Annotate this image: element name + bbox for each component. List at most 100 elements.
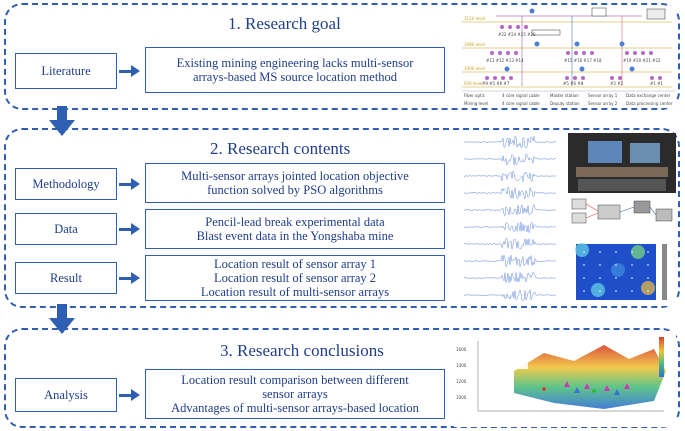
heatmap-blob bbox=[575, 243, 589, 257]
svg-text:1000: 1000 bbox=[456, 395, 467, 400]
waveform-trace bbox=[463, 237, 557, 250]
heatmap-grid-dot bbox=[615, 290, 617, 292]
waveform-trace bbox=[463, 136, 557, 148]
heatmap-grid-dot bbox=[615, 251, 617, 253]
methodology-label: Methodology bbox=[15, 168, 117, 200]
heatmap-blob bbox=[611, 263, 625, 277]
arrow-right-icon bbox=[119, 65, 140, 77]
heatmap-grid-dot bbox=[647, 290, 649, 292]
network-figure: 1120 level 1080 level 1000 level 930 lev… bbox=[462, 6, 676, 108]
arrow-right-icon bbox=[119, 223, 140, 235]
heatmap-grid-dot bbox=[647, 251, 649, 253]
waveform-figure bbox=[456, 133, 566, 305]
research-conclusions-title: 3. Research conclusions bbox=[220, 341, 384, 360]
level-1120: 1120 level bbox=[464, 16, 485, 21]
analysis-label: Analysis bbox=[15, 378, 117, 412]
sensors-low4: #1 #1 bbox=[650, 81, 664, 86]
analysis-content-box: Location result comparison between diffe… bbox=[145, 369, 445, 419]
result-content-box: Location result of sensor array 1 Locati… bbox=[145, 255, 445, 301]
sensors-top: #22 #24 #25 #26 bbox=[498, 32, 536, 37]
waveform-trace bbox=[463, 271, 557, 283]
svg-text:1200: 1200 bbox=[456, 379, 467, 384]
svg-text:1600: 1600 bbox=[456, 347, 467, 352]
sensors-low3: #2 #2 bbox=[610, 81, 624, 86]
legend-master: Master station bbox=[550, 93, 579, 98]
lab-photo bbox=[568, 133, 676, 193]
heatmap-figure bbox=[568, 240, 676, 306]
waveform-trace bbox=[463, 289, 557, 301]
sensors-low: #9 #5 #6 #7 bbox=[482, 81, 510, 86]
setup-diagram bbox=[568, 195, 676, 239]
heatmap-grid-dot bbox=[583, 277, 585, 279]
analysis-line-3: Advantages of multi-sensor arrays-based … bbox=[171, 401, 419, 415]
heatmap-grid-dot bbox=[631, 251, 633, 253]
research-conclusions-section bbox=[4, 328, 680, 428]
level-1080: 1080 level bbox=[464, 42, 485, 47]
heatmap-blob bbox=[631, 245, 645, 259]
waveform-trace bbox=[463, 221, 557, 233]
sensors-right: #19 #20 #21 #22 bbox=[623, 58, 661, 63]
goal-line-1: Existing mining engineering lacks multi-… bbox=[176, 56, 414, 70]
goal-line-2: arrays-based MS source location method bbox=[192, 70, 398, 84]
heatmap-colorbar bbox=[662, 244, 667, 300]
heatmap-grid-dot bbox=[583, 290, 585, 292]
terrain-figure: 1600 1400 1200 1000 bbox=[454, 331, 676, 427]
methodology-line-2: function solved by PSO algorithms bbox=[207, 183, 383, 197]
heatmap-blob bbox=[591, 283, 605, 297]
legend-cable1: 4 core signal cable bbox=[502, 93, 540, 98]
waveform-trace bbox=[463, 153, 557, 166]
waveform-trace bbox=[463, 186, 557, 200]
analysis-line-1: Location result comparison between diffe… bbox=[181, 373, 409, 387]
data-content-box: Pencil-lead break experimental data Blas… bbox=[145, 209, 445, 249]
sensors-low2: #5 #6 #8 bbox=[563, 81, 584, 86]
heatmap-grid-dot bbox=[647, 264, 649, 266]
waveform-trace bbox=[463, 255, 557, 268]
research-contents-section bbox=[4, 128, 680, 308]
level-930: 930 level bbox=[464, 81, 482, 86]
data-line-1: Pencil-lead break experimental data bbox=[205, 215, 385, 229]
legend-mining: Mining level bbox=[464, 101, 488, 106]
heatmap-grid-dot bbox=[647, 277, 649, 279]
heatmap-grid-dot bbox=[599, 264, 601, 266]
arrow-right-icon bbox=[119, 178, 140, 190]
data-label: Data bbox=[15, 213, 117, 245]
level-1000: 1000 level bbox=[464, 66, 485, 71]
heatmap-grid-dot bbox=[583, 251, 585, 253]
heatmap-blob bbox=[641, 281, 655, 295]
arrow-right-icon bbox=[119, 272, 140, 284]
heatmap-grid-dot bbox=[615, 264, 617, 266]
legend-deputy: Deputy station bbox=[550, 101, 580, 106]
result-line-2: Location result of sensor array 2 bbox=[213, 271, 377, 285]
result-line-3: Location result of multi-sensor arrays bbox=[200, 285, 390, 299]
down-arrow-icon bbox=[49, 304, 75, 334]
waveform-trace bbox=[463, 170, 557, 182]
analysis-line-2: sensor arrays bbox=[262, 387, 328, 401]
research-contents-title: 2. Research contents bbox=[210, 139, 351, 158]
legend-array1: Sensor array 1 bbox=[588, 93, 618, 98]
data-line-2: Blast event data in the Yongshaba mine bbox=[196, 229, 394, 243]
heatmap-grid-dot bbox=[631, 264, 633, 266]
methodology-line-1: Multi-sensor arrays jointed location obj… bbox=[181, 169, 409, 183]
sensors-mid2: #15 #16 #17 #18 bbox=[564, 58, 602, 63]
research-goal-title: 1. Research goal bbox=[228, 14, 341, 33]
heatmap-grid-dot bbox=[599, 251, 601, 253]
heatmap-grid-dot bbox=[631, 277, 633, 279]
waveform-trace bbox=[463, 203, 557, 217]
literature-label: Literature bbox=[15, 53, 117, 89]
result-label: Result bbox=[15, 262, 117, 294]
legend-array2: Sensor array 2 bbox=[588, 101, 618, 106]
heatmap-grid-dot bbox=[599, 290, 601, 292]
legend-cable2: 4 core signal cable bbox=[502, 101, 540, 106]
goal-content-box: Existing mining engineering lacks multi-… bbox=[145, 47, 445, 93]
arrow-right-icon bbox=[119, 389, 140, 401]
sensors-mid: #11 #12 #13 #14 bbox=[486, 58, 524, 63]
research-goal-section bbox=[4, 3, 680, 110]
methodology-content-box: Multi-sensor arrays jointed location obj… bbox=[145, 163, 445, 203]
down-arrow-icon bbox=[49, 106, 75, 136]
legend-processing: Data processing center bbox=[626, 101, 673, 106]
legend-exchange: Data exchange center bbox=[626, 93, 671, 98]
result-line-1: Location result of sensor array 1 bbox=[213, 257, 377, 271]
svg-text:1400: 1400 bbox=[456, 363, 467, 368]
heatmap-grid-dot bbox=[583, 264, 585, 266]
heatmap-grid-dot bbox=[615, 277, 617, 279]
